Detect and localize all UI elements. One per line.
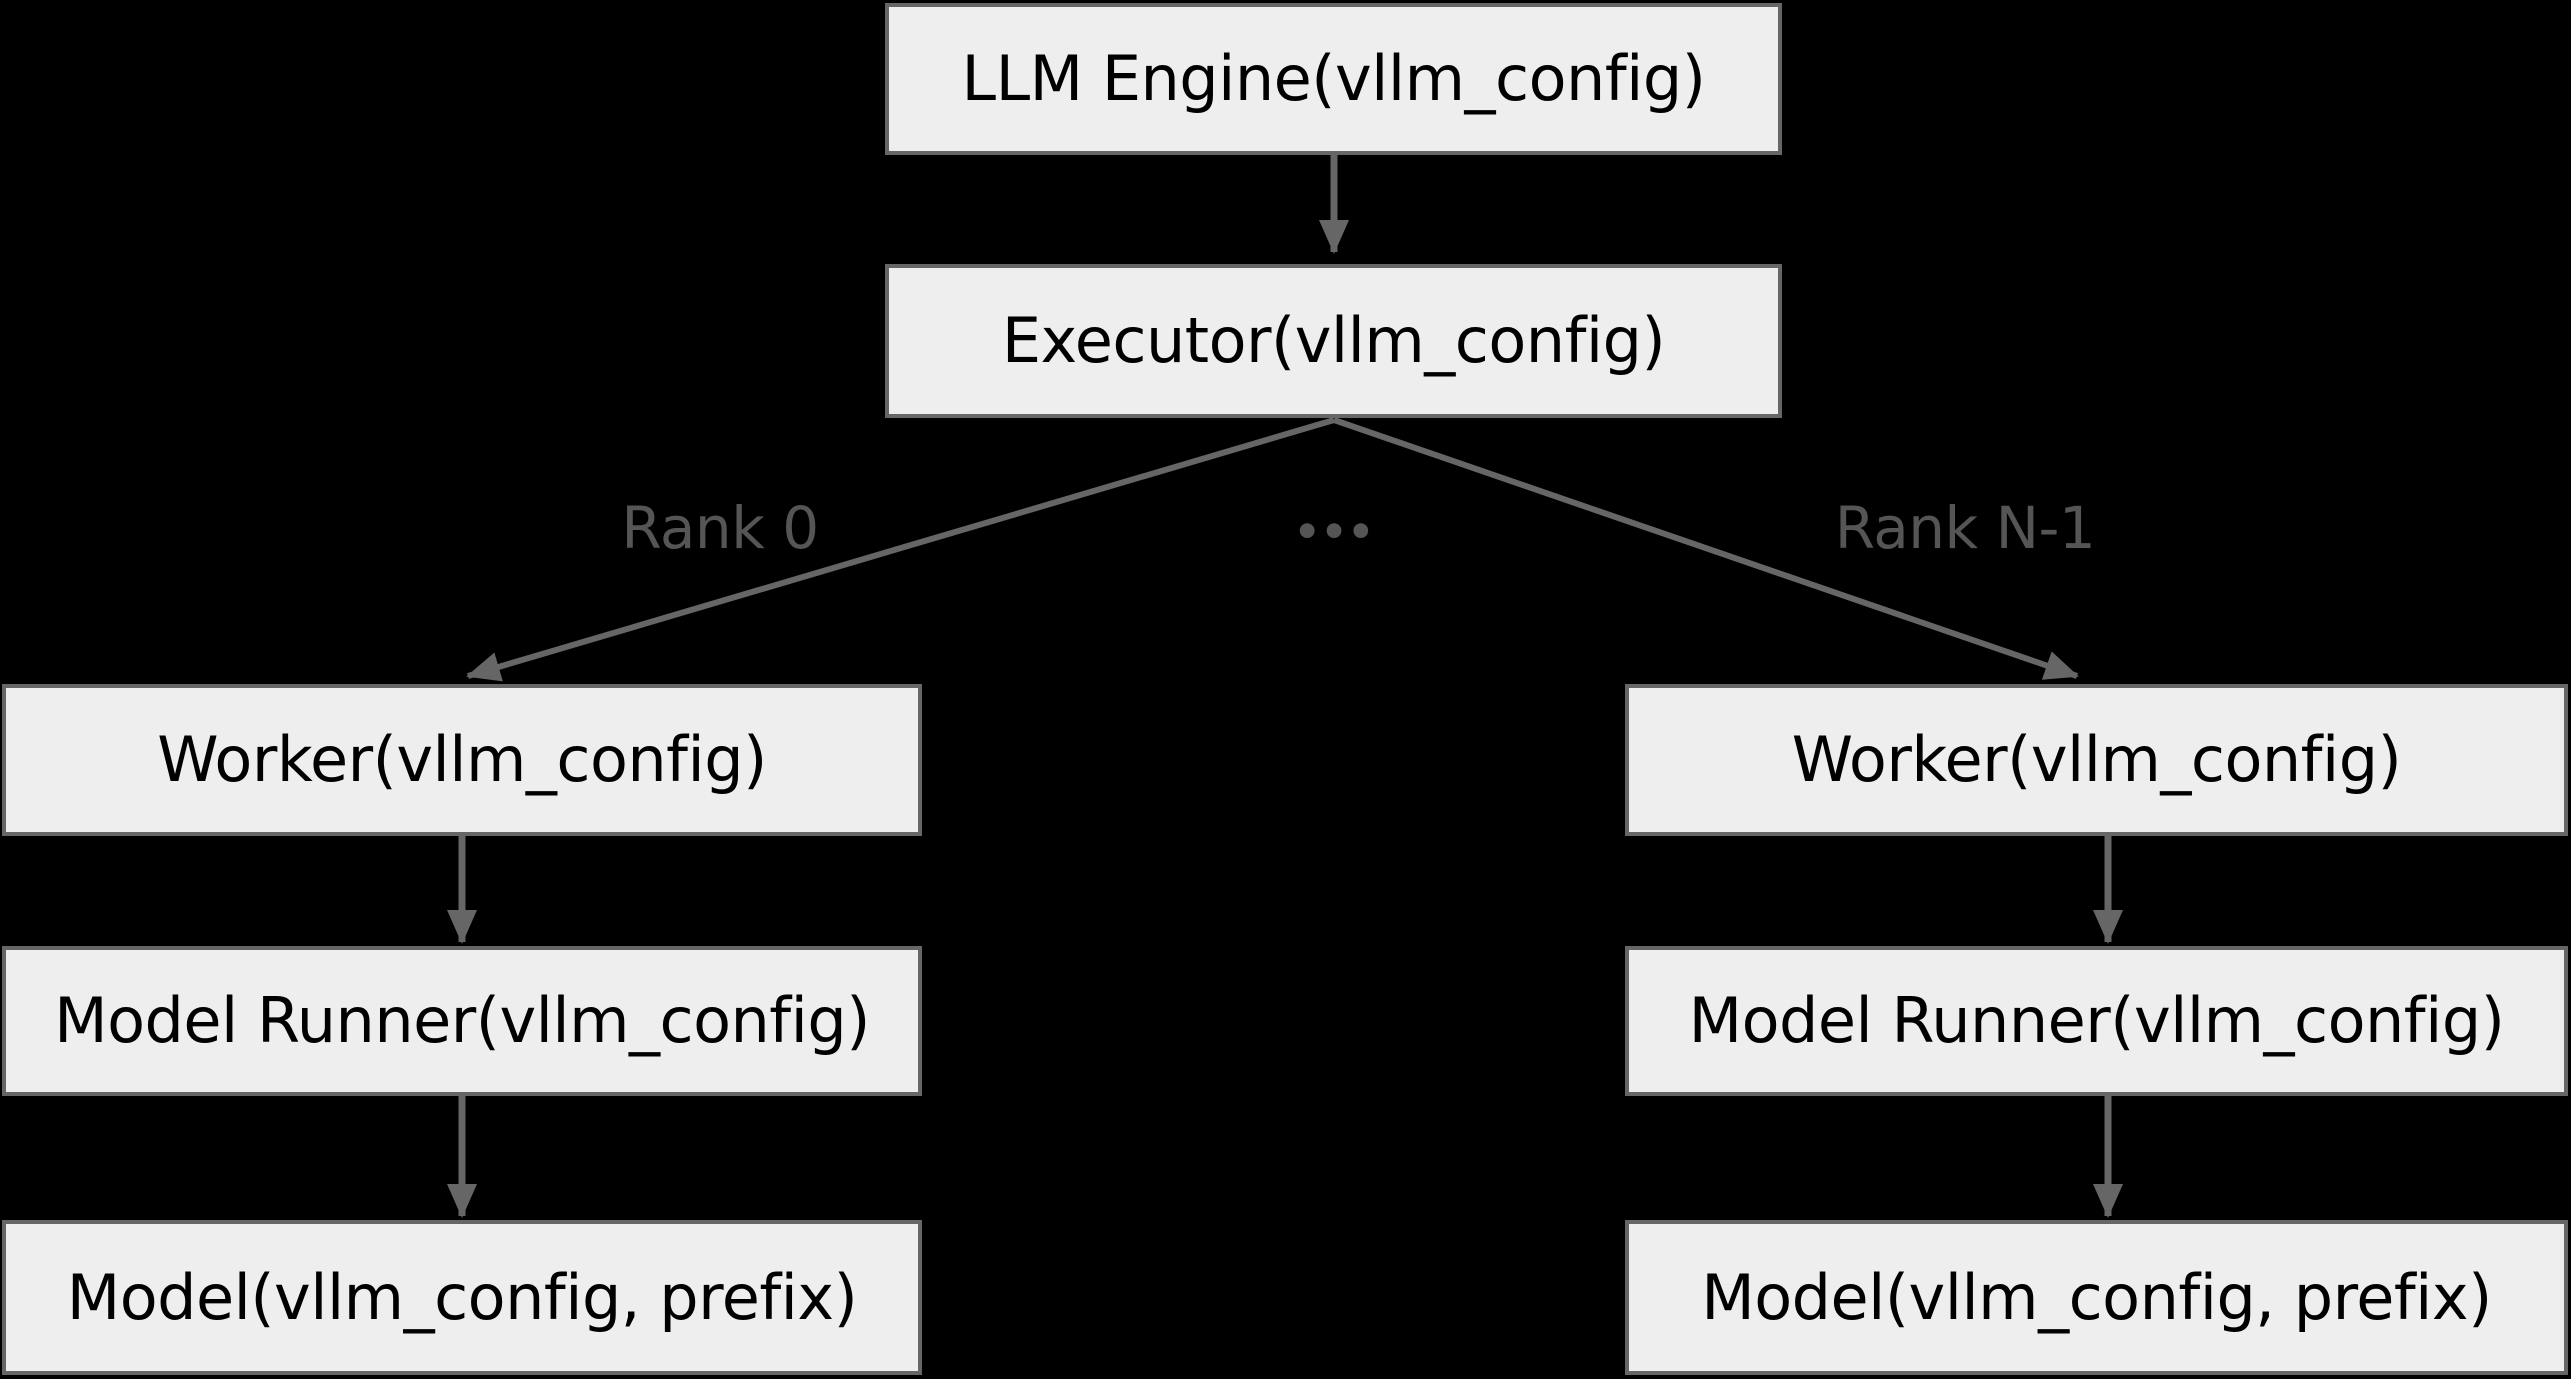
node-worker-rankn[interactable]: Worker(vllm_config) (1625, 684, 2568, 836)
edge-label-rank-0: Rank 0 (621, 494, 819, 562)
node-model-runner-rankn[interactable]: Model Runner(vllm_config) (1625, 946, 2568, 1096)
node-model-rank0[interactable]: Model(vllm_config, prefix) (2, 1220, 922, 1375)
node-worker-rankn-label: Worker(vllm_config) (1791, 723, 2402, 796)
node-worker-rank0-label: Worker(vllm_config) (157, 723, 767, 796)
node-model-rankn[interactable]: Model(vllm_config, prefix) (1625, 1220, 2568, 1375)
node-model-rankn-label: Model(vllm_config, prefix) (1701, 1260, 2492, 1334)
ellipsis-icon: ••• (1293, 507, 1375, 556)
node-worker-rank0[interactable]: Worker(vllm_config) (2, 684, 922, 836)
node-llm-engine-label: LLM Engine(vllm_config) (961, 42, 1706, 115)
node-model-runner-rank0-label: Model Runner(vllm_config) (54, 984, 870, 1057)
node-model-runner-rank0[interactable]: Model Runner(vllm_config) (2, 946, 922, 1096)
edge-label-rank-n-1: Rank N-1 (1834, 494, 2096, 562)
node-model-rank0-label: Model(vllm_config, prefix) (66, 1260, 858, 1334)
node-executor[interactable]: Executor(vllm_config) (885, 264, 1782, 418)
node-executor-label: Executor(vllm_config) (1001, 304, 1666, 377)
node-llm-engine[interactable]: LLM Engine(vllm_config) (885, 3, 1782, 155)
node-model-runner-rankn-label: Model Runner(vllm_config) (1688, 984, 2505, 1057)
edge-executor-to-worker-rank0 (466, 417, 1335, 682)
